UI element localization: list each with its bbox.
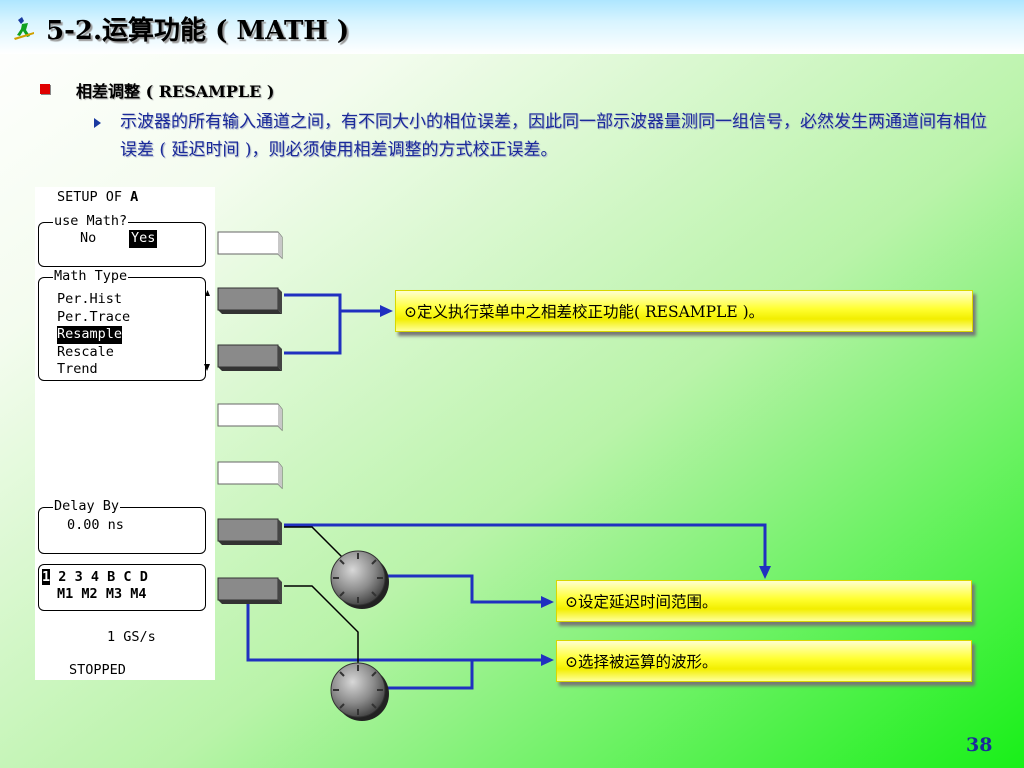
section-heading: 相差调整 ( RESAMPLE ) [76,82,275,101]
page-number: 38 [966,734,993,756]
use-math-yes[interactable]: Yes [129,230,158,248]
source-b[interactable]: B [107,569,116,585]
math-type-option-rescale[interactable]: Rescale [57,343,114,360]
section-description: 示波器的所有输入通道之间，有不同大小的相位误差，因此同一部示波器量测同一组信号，… [120,112,987,160]
connector-delay-top [284,523,767,568]
use-math-no[interactable]: No [80,230,97,246]
source-row-math[interactable]: M1 M2 M3 M4 [57,586,146,604]
delay-by-group: Delay By 0.00 ns [38,498,206,554]
knob-icon[interactable] [330,550,389,609]
source-d[interactable]: D [139,569,148,585]
math-type-option-resample[interactable]: Resample [57,326,123,344]
softkey-4[interactable] [217,403,283,432]
arrow-delay-icon [541,596,554,608]
setup-header: SETUP OF A [57,189,138,207]
arrow-define-icon [380,305,393,317]
source-m2[interactable]: M2 [81,586,98,602]
connector-delay-knob [388,574,542,604]
source-m3[interactable]: M3 [105,586,123,602]
callout-define-resample: ⊙定义执行菜单中之相差校正功能( RESAMPLE )。 [395,290,973,332]
source-m1[interactable]: M1 [57,586,74,602]
sample-rate: 1 GS/s [107,629,156,645]
softkey-5[interactable] [217,461,283,490]
acquisition-status: STOPPED [69,662,126,678]
use-math-group: use Math? No Yes [38,213,206,267]
arrow-select-icon [541,654,554,666]
arrow-bullet-icon [94,118,101,128]
connector-select [246,604,542,690]
source-m4[interactable]: M4 [130,586,147,602]
softkey-2[interactable] [217,287,282,314]
arrow-delay-down-icon [759,566,771,579]
softkey-1[interactable] [217,231,283,260]
scroll-up-icon[interactable] [205,290,210,296]
title-bar: 5-2.运算功能 ( MATH ) [0,0,1024,54]
connector-define [284,293,380,355]
math-type-group: Math Type Per.Hist Per.Trace Resample Re… [38,268,206,381]
scope-menu-panel: SETUP OF A use Math? No Yes Math Type Pe… [35,187,215,680]
math-type-option-per-trace[interactable]: Per.Trace [57,308,131,325]
math-type-option-trend[interactable]: Trend [57,361,98,377]
setup-label: SETUP OF [57,189,123,205]
slide-title: 5-2.运算功能 ( MATH ) [46,16,350,46]
callout-delay-range: ⊙设定延迟时间范围。 [556,580,972,622]
hiker-icon [14,17,34,40]
softkey-7[interactable] [217,577,282,604]
source-2[interactable]: 2 [58,569,67,585]
math-type-label: Math Type [53,268,129,285]
scroll-down-icon[interactable] [204,364,210,371]
delay-by-value[interactable]: 0.00 ns [67,517,124,533]
source-4[interactable]: 4 [90,569,99,585]
softkey-3[interactable] [217,344,282,371]
math-type-option-per-hist[interactable]: Per.Hist [57,291,123,307]
knob-leaders [284,526,359,664]
source-select-group: 1 2 3 4 B C D M1 M2 M3 M4 [38,564,206,611]
softkey-6[interactable] [217,518,282,545]
source-1[interactable]: 1 [42,569,51,585]
use-math-label: use Math? [53,213,129,230]
delay-by-label: Delay By [53,498,121,515]
setup-channel: A [130,189,139,205]
source-c[interactable]: C [123,569,132,585]
source-3[interactable]: 3 [74,569,83,585]
source-row-channels[interactable]: 1 2 3 4 B C D [42,569,148,587]
knob-icon[interactable] [330,662,389,721]
callout-select-waveform: ⊙选择被运算的波形。 [556,640,972,682]
red-square-bullet-icon [40,84,50,94]
